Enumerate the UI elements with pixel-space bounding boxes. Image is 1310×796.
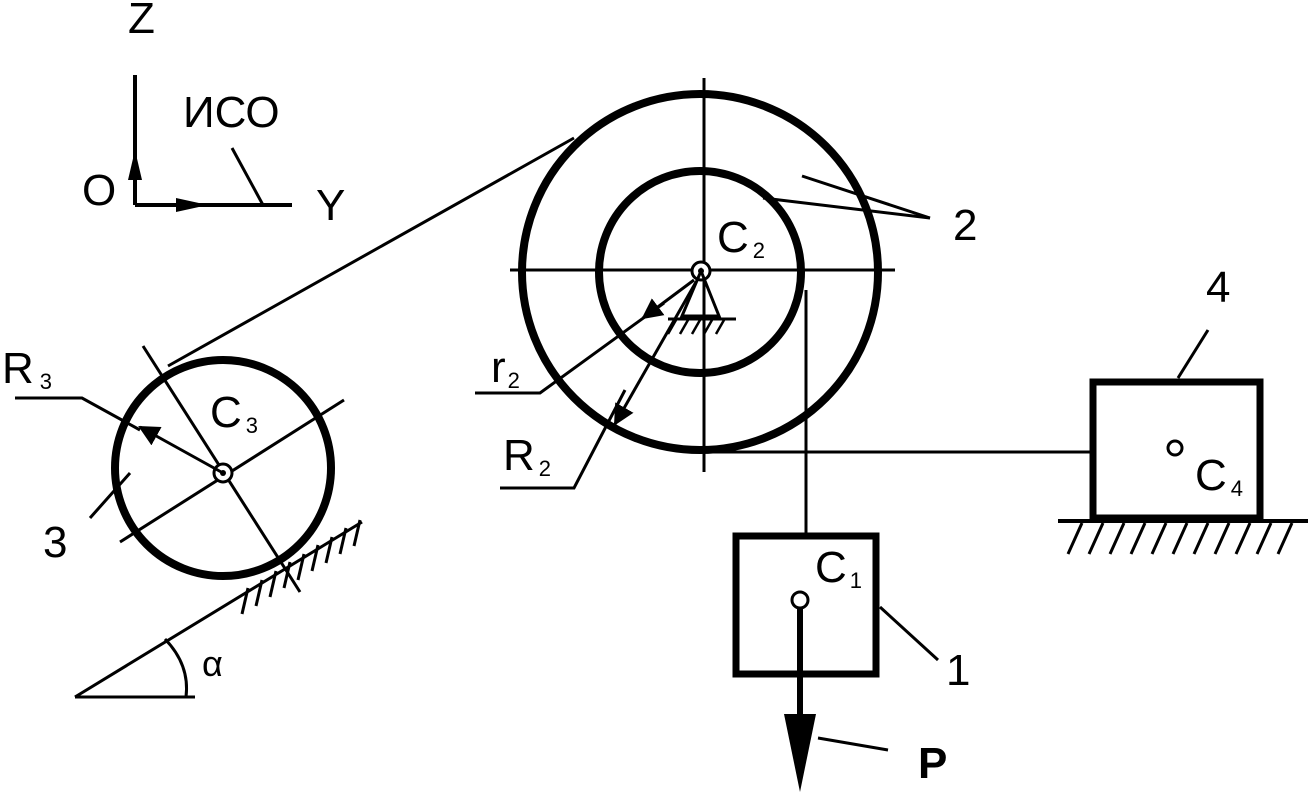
body-2-number-label: 2 [953, 201, 977, 250]
frame-leader-line [230, 147, 265, 206]
R2-leader-line [500, 389, 627, 490]
incline-hatch-icon [240, 519, 362, 615]
body-3-number-label: 3 [43, 518, 67, 567]
body-1-center-point [790, 590, 810, 610]
body-4-leader-line [1176, 329, 1210, 379]
hinge-support-icon [679, 267, 722, 318]
rope-to-body-3 [167, 136, 575, 368]
body-1-rect [732, 532, 880, 678]
y-axis-arrowhead-icon [176, 198, 208, 212]
angle-label: α [202, 643, 223, 684]
body-2-inner-circle [595, 167, 805, 377]
ropes [167, 136, 1091, 536]
hinge-ground-hatch-icon [666, 319, 726, 335]
body-4-center-point [1166, 439, 1184, 457]
body-4-rect [1089, 378, 1264, 522]
force-p-label: P [918, 739, 947, 788]
R3-arrow [138, 425, 224, 475]
z-axis-label: Z [128, 0, 155, 43]
body-4-ground-hatch-icon [1066, 522, 1294, 555]
force-p-arrowhead-icon [784, 714, 816, 792]
body-4-number-label: 4 [1206, 263, 1230, 312]
origin-label: O [82, 166, 116, 215]
inclined-plane: α [74, 519, 363, 699]
frame-name-label: ИСО [183, 88, 280, 137]
r2-label: r2 [491, 343, 520, 393]
z-axis-arrowhead-icon [128, 150, 142, 180]
body-1-number-label: 1 [946, 646, 970, 695]
incline-surface [74, 520, 363, 699]
body-2-leader-inner [762, 196, 931, 220]
R3-leader-line [15, 396, 141, 432]
angle-arc [163, 637, 189, 698]
body-3-leader-line [88, 472, 132, 519]
R2-arrow [613, 281, 698, 426]
y-axis-label: Y [316, 181, 345, 230]
body-2-outer-circle [518, 90, 882, 454]
force-p-leader-line [817, 736, 889, 752]
body-3-circle [111, 356, 335, 580]
body-1-leader-line [878, 605, 940, 662]
body-2-leader-outer [801, 174, 931, 220]
coordinate-frame: Z Y O ИСО [82, 0, 345, 230]
r2-leader-line [475, 301, 665, 395]
